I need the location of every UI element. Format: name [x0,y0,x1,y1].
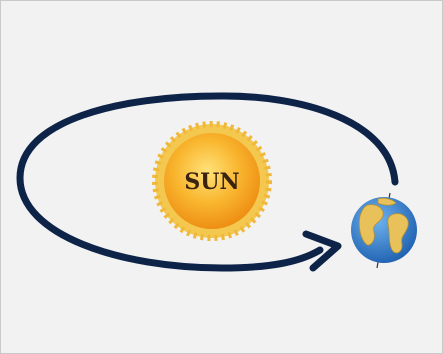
sun: SUN [155,124,269,238]
sun-label: SUN [184,169,239,195]
earth [351,193,417,268]
